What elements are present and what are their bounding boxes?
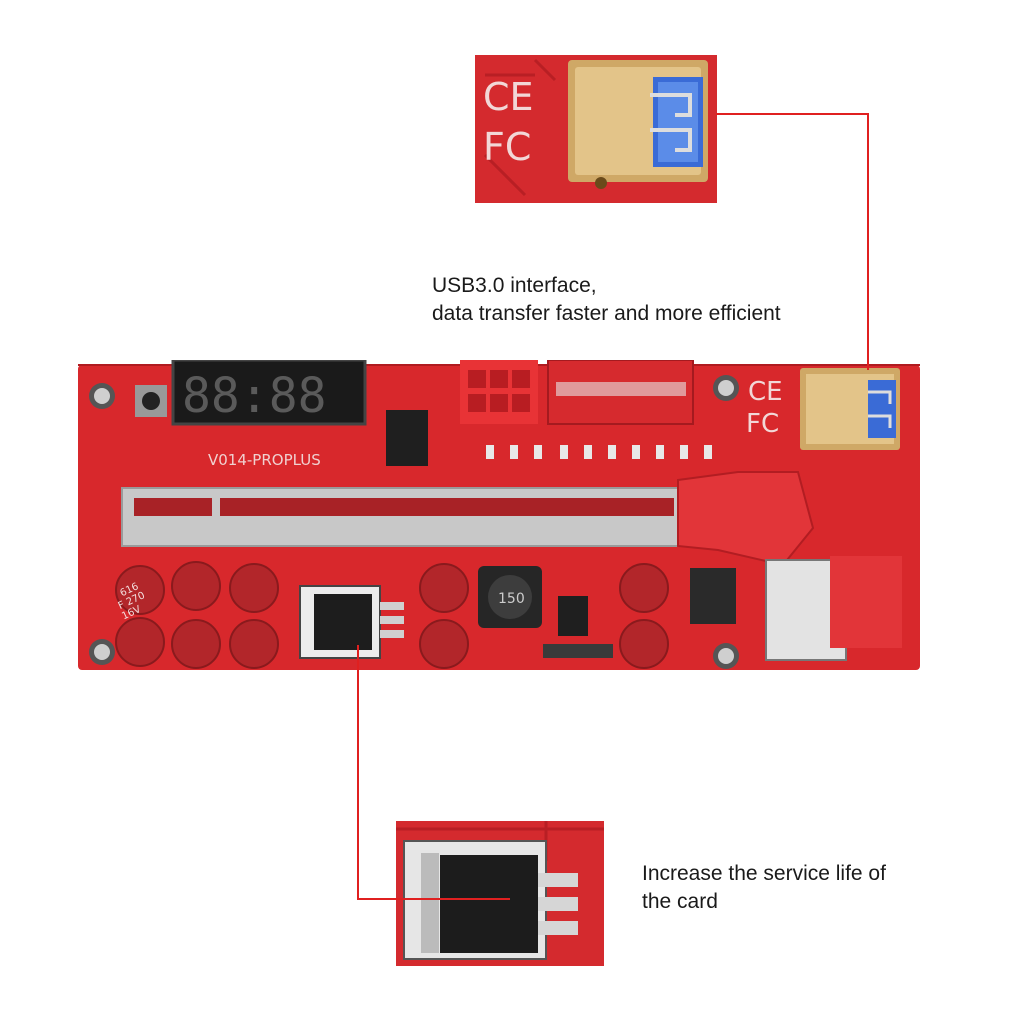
mosfet-caption-line1: Increase the service life of (642, 862, 886, 885)
mosfet-caption-line2: the card (642, 890, 718, 913)
usb-closeup-graphic: CE FC (475, 55, 717, 203)
usb-caption-line2: data transfer faster and more efficient (432, 302, 781, 325)
fc-mark: FC (746, 409, 779, 439)
usb-caption: USB3.0 interface, data transfer faster a… (432, 272, 781, 328)
mosfet-closeup-photo (396, 821, 604, 966)
inductor-label: 150 (498, 591, 525, 607)
riser-board-photo: 88:88 V014-PROPLUS CE FC (78, 360, 920, 675)
usb-closeup-photo: CE FC (475, 55, 717, 203)
mosfet-closeup-graphic (396, 821, 604, 966)
ce-mark-closeup: CE (483, 75, 534, 119)
fc-mark-closeup: FC (483, 125, 531, 169)
model-label: V014-PROPLUS (208, 451, 321, 469)
riser-board-graphic: 88:88 V014-PROPLUS CE FC (78, 360, 920, 670)
ce-mark: CE (748, 377, 783, 407)
usb-callout-line (716, 113, 869, 370)
digital-display: 88:88 (182, 368, 327, 424)
usb-caption-line1: USB3.0 interface, (432, 274, 597, 297)
mosfet-caption: Increase the service life of the card (642, 860, 886, 916)
